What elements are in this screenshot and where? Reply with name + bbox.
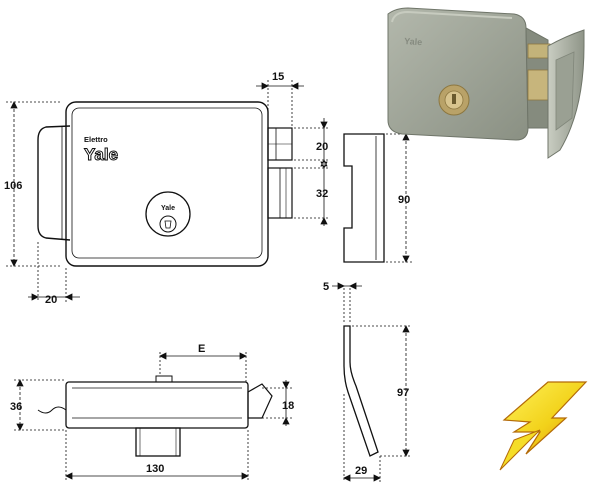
bottom-cylinder <box>135 427 181 457</box>
photo-brand: Yale <box>404 36 423 47</box>
side-profile <box>343 133 385 263</box>
bottom-dimension-labels: 36 E 18 130 <box>10 343 294 475</box>
side-view <box>343 133 385 263</box>
dim-20-latch: 20 <box>316 141 328 153</box>
dim-20-front: 20 <box>45 294 57 306</box>
dim-97: 97 <box>397 387 409 399</box>
bottom-latch <box>247 383 273 419</box>
front-cylinder <box>145 191 191 237</box>
plate-dimensions <box>332 282 412 482</box>
front-dimension-labels: 106 15 20 32 20 <box>4 71 328 306</box>
plate-outline <box>343 325 379 457</box>
dim-5: 5 <box>323 281 329 293</box>
brand-line1: Elettro <box>84 135 108 144</box>
dim-130: 130 <box>146 463 164 475</box>
front-view <box>37 101 293 267</box>
front-brand: Elettro Yale Yale <box>84 135 176 212</box>
bottom-dimensions <box>14 352 292 480</box>
bottom-view <box>37 375 273 457</box>
plate-profile <box>343 325 379 457</box>
dim-32: 32 <box>316 188 328 200</box>
lightning-bolt-icon <box>499 381 588 471</box>
front-body-inner <box>71 107 263 259</box>
bottom-body <box>65 381 249 429</box>
bottom-cable <box>37 406 67 414</box>
dim-E: E <box>198 343 205 355</box>
dim-106: 106 <box>4 180 22 192</box>
front-left-cover <box>37 125 71 241</box>
product-photo: Yale <box>387 7 585 159</box>
dim-18: 18 <box>282 400 294 412</box>
front-body <box>65 101 269 267</box>
dim-29: 29 <box>355 465 367 477</box>
photo-lock-body <box>387 7 529 141</box>
front-cylinder-inner <box>159 215 177 233</box>
plate-dimension-labels: 5 97 29 <box>323 281 409 477</box>
dim-36: 36 <box>10 401 22 413</box>
dim-90: 90 <box>398 194 410 206</box>
dim-15: 15 <box>272 71 284 83</box>
brand-line2: Yale <box>84 145 118 164</box>
cylinder-brand: Yale <box>161 205 175 212</box>
front-dimensions <box>6 80 330 302</box>
